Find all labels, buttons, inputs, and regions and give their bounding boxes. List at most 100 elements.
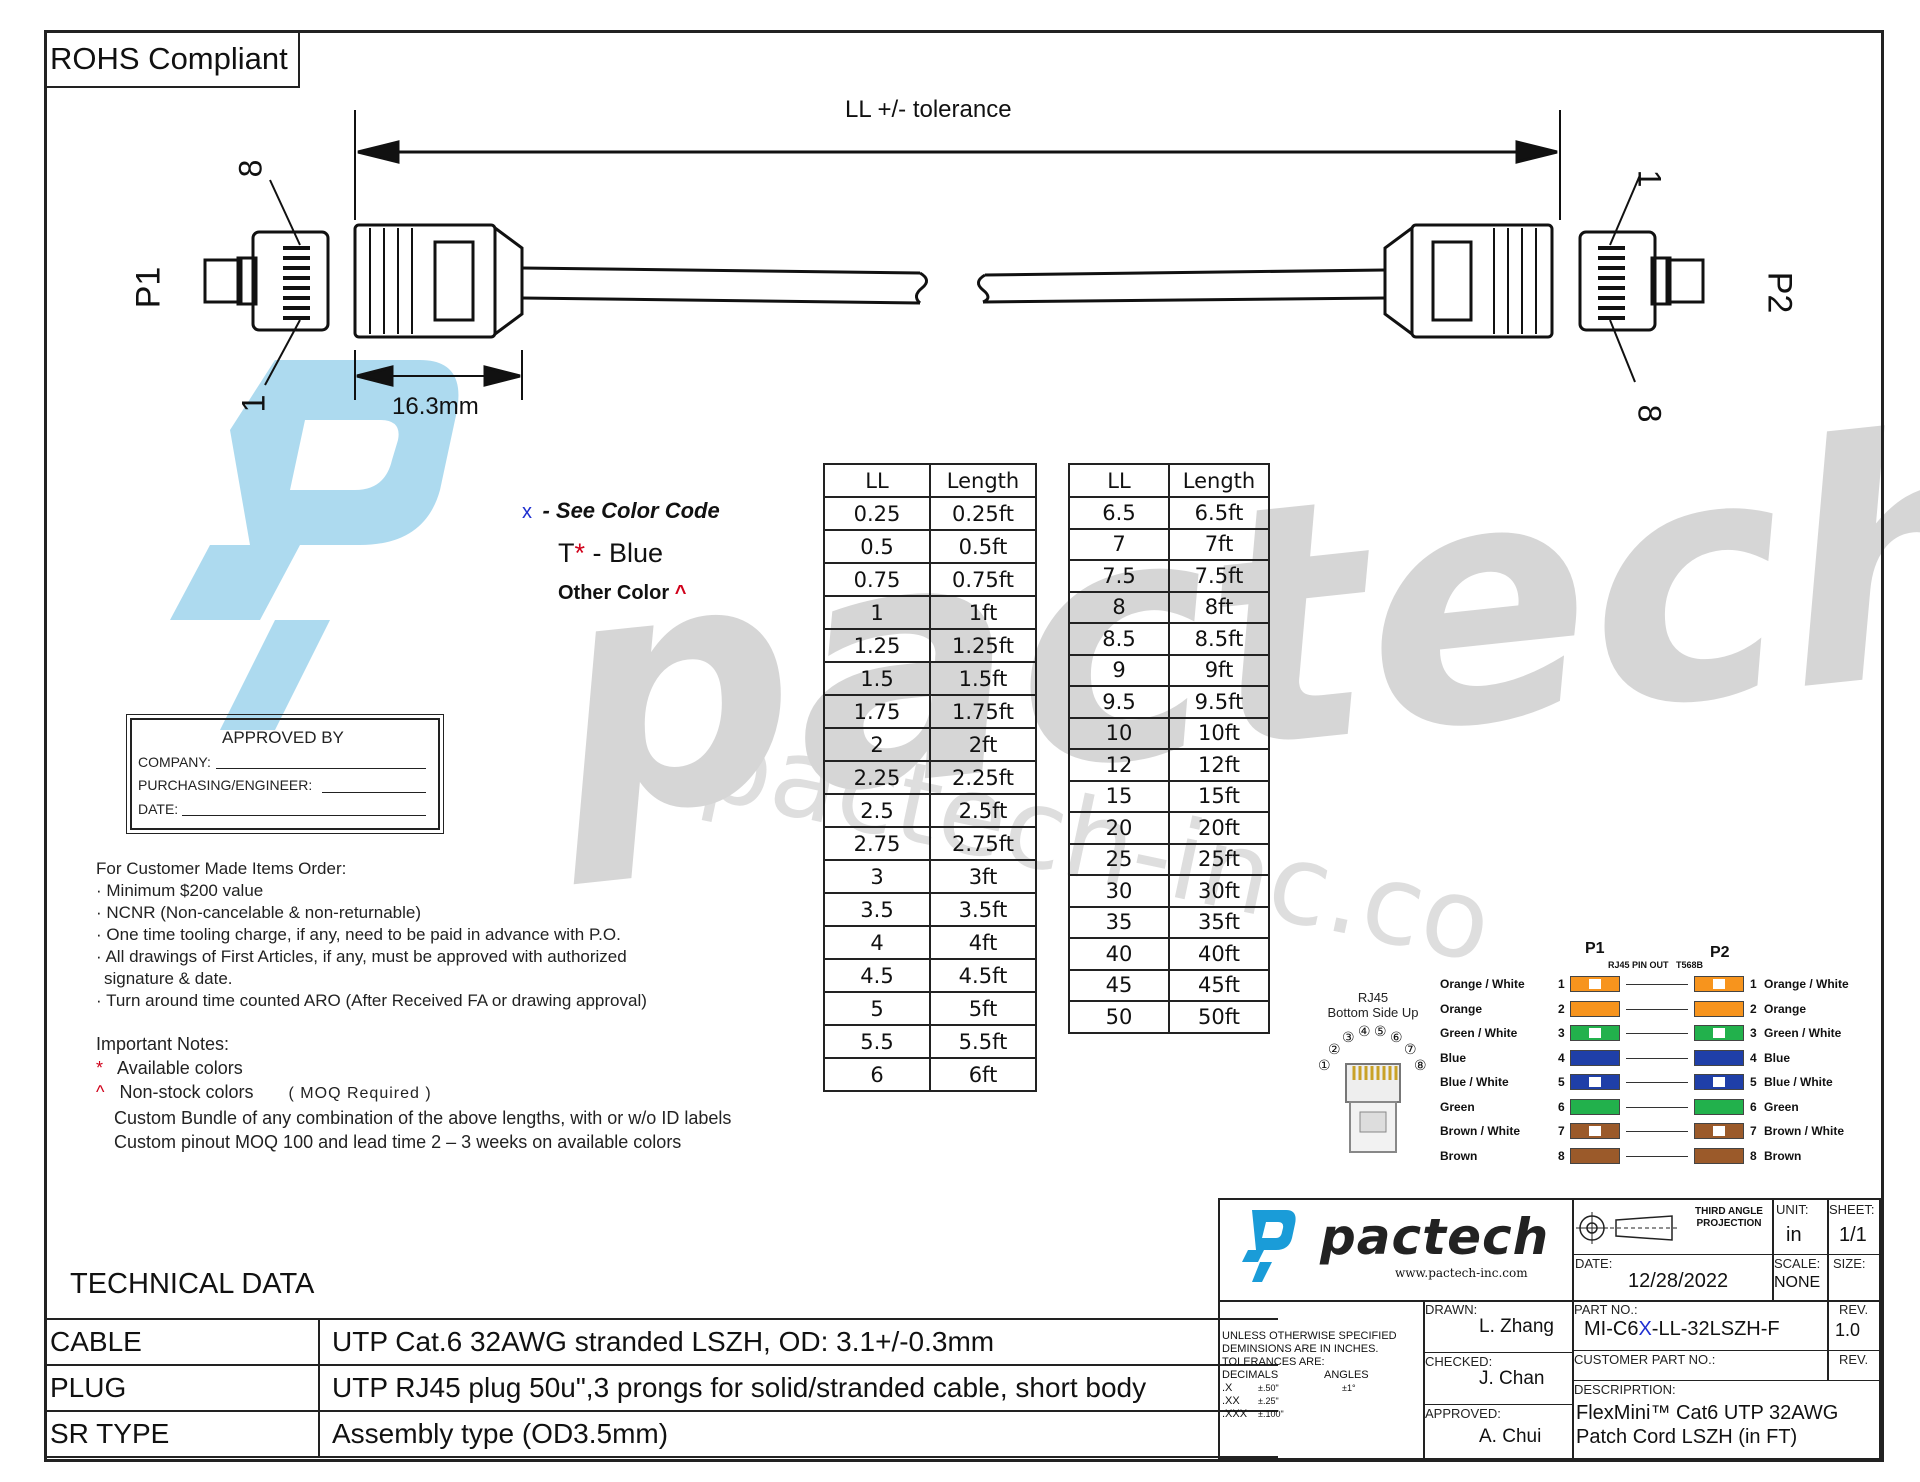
other-color-legend: Other Color ^ [558, 582, 686, 605]
approval-date: DATE: [138, 801, 179, 817]
date-label: DATE: [1575, 1256, 1613, 1271]
customer-part-cell: CUSTOMER PART NO.: [1572, 1350, 1829, 1381]
rj45-caption: RJ45 Bottom Side Up [1318, 990, 1428, 1020]
pin-stripe [1713, 1028, 1725, 1038]
t-blue: - Blue [592, 538, 664, 568]
approval-company: COMPANY: [138, 754, 211, 770]
approval-date-line [182, 815, 426, 816]
pin-left-name: Blue [1440, 1050, 1467, 1065]
pin-left-number: 3 [1558, 1026, 1565, 1040]
available-colors-note: * Available colors [96, 1058, 243, 1078]
p1-pin8-label: 8 [232, 159, 269, 178]
part-no-value: MI-C6X-LL-32LSZH-F [1584, 1318, 1780, 1340]
rj45-connector-icon [1345, 1063, 1401, 1153]
pin-right-swatch [1694, 1025, 1744, 1041]
tech-key: PLUG [44, 1364, 320, 1412]
ll-cell: 2.5 [823, 793, 931, 828]
p2-label: P2 [1760, 271, 1799, 314]
ll-cell: 7 [1068, 527, 1170, 561]
length-cell: 1.75ft [929, 694, 1037, 729]
drawn-cell: DRAWN: L. Zhang [1423, 1300, 1574, 1353]
pin-right-number: 6 [1750, 1099, 1757, 1114]
tolerance-decimals: DECIMALS [1222, 1369, 1279, 1381]
customer-note-4: · All drawings of First Articles, if any… [96, 947, 627, 966]
ll-cell: 40 [1068, 937, 1170, 971]
pin-wire [1626, 1033, 1688, 1034]
length-cell: 10ft [1168, 716, 1270, 750]
customer-note-4b: signature & date. [104, 969, 233, 988]
customer-note-1: · Minimum $200 value [96, 881, 264, 900]
length-cell: 4.5ft [929, 958, 1037, 993]
pin-left-swatch [1570, 1000, 1620, 1017]
ll-cell: 0.5 [823, 529, 931, 564]
pin-left-swatch [1570, 1049, 1620, 1066]
ll-cell: 0.25 [823, 496, 931, 531]
pin-left-name: Brown [1440, 1148, 1478, 1163]
tech-value: UTP RJ45 plug 50u",3 prongs for solid/st… [319, 1364, 1278, 1412]
p2-pin8-label: 8 [1631, 404, 1668, 423]
important-notes: Important Notes: * Available colors ^ No… [96, 1032, 856, 1154]
watermark-pt-logo [170, 360, 459, 730]
pin-wire [1626, 1106, 1688, 1108]
pin-right-name: Green [1764, 1099, 1799, 1114]
rev-cell: REV. 1.0 [1827, 1300, 1881, 1351]
ll-cell: 2.25 [823, 760, 931, 795]
approved-cell: APPROVED: A. Chui [1423, 1404, 1574, 1460]
length-cell: 0.25ft [929, 496, 1037, 531]
length-cell: 1ft [929, 595, 1037, 630]
rev-label: REV. [1839, 1302, 1869, 1317]
length-cell: 8.5ft [1168, 622, 1270, 656]
technical-data-title: TECHNICAL DATA [70, 1268, 315, 1300]
important-notes-title: Important Notes: [96, 1034, 230, 1054]
description-cell: DESCRIPRTION: FlexMini™ Cat6 UTP 32AWG P… [1572, 1380, 1881, 1460]
pin-wire [1626, 1131, 1688, 1132]
pin-right-swatch [1694, 1123, 1744, 1139]
length-cell: 40ft [1168, 937, 1270, 971]
pin-left-swatch [1570, 1147, 1620, 1164]
ll-cell: 3 [823, 859, 931, 894]
description-label: DESCRIPRTION: [1574, 1382, 1676, 1397]
rj45-label: RJ45 [1357, 990, 1389, 1005]
customer-part-label: CUSTOMER PART NO.: [1574, 1352, 1716, 1367]
customer-note-3: · One time tooling charge, if any, need … [96, 925, 621, 944]
pin-stripe [1589, 1126, 1601, 1136]
tech-value: UTP Cat.6 32AWG stranded LSZH, OD: 3.1+/… [319, 1318, 1278, 1366]
pin-right-swatch [1694, 1000, 1744, 1017]
pin-left-swatch [1570, 1123, 1620, 1139]
sheet-cell: SHEET: 1/1 [1827, 1200, 1881, 1255]
pin-right-number: 2 [1750, 1001, 1757, 1016]
approved-label: APPROVED: [1425, 1406, 1501, 1421]
date-value: 12/28/2022 [1628, 1270, 1729, 1292]
scale-value: NONE [1774, 1274, 1821, 1291]
sheet-label: SHEET: [1829, 1202, 1875, 1217]
pin-left-number: 1 [1558, 977, 1565, 991]
title-brand-name: pactech [1320, 1208, 1550, 1266]
pin-right-number: 1 [1750, 977, 1757, 991]
length-header: Length [1168, 463, 1270, 498]
tolerance-line-3: TOLERANCES ARE: [1222, 1356, 1325, 1368]
pin-left-name: Blue / White [1440, 1075, 1509, 1089]
ll-cell: 1 [823, 595, 931, 630]
pin-right-name: Orange / White [1764, 977, 1849, 991]
pin-stripe [1589, 1028, 1601, 1038]
approval-purchasing: PURCHASING/ENGINEER: [138, 777, 313, 793]
ll-cell: 7.5 [1068, 559, 1170, 593]
rj45-bottom-label: Bottom Side Up [1327, 1005, 1419, 1020]
drawn-label: DRAWN: [1425, 1302, 1478, 1317]
length-cell: 2.25ft [929, 760, 1037, 795]
